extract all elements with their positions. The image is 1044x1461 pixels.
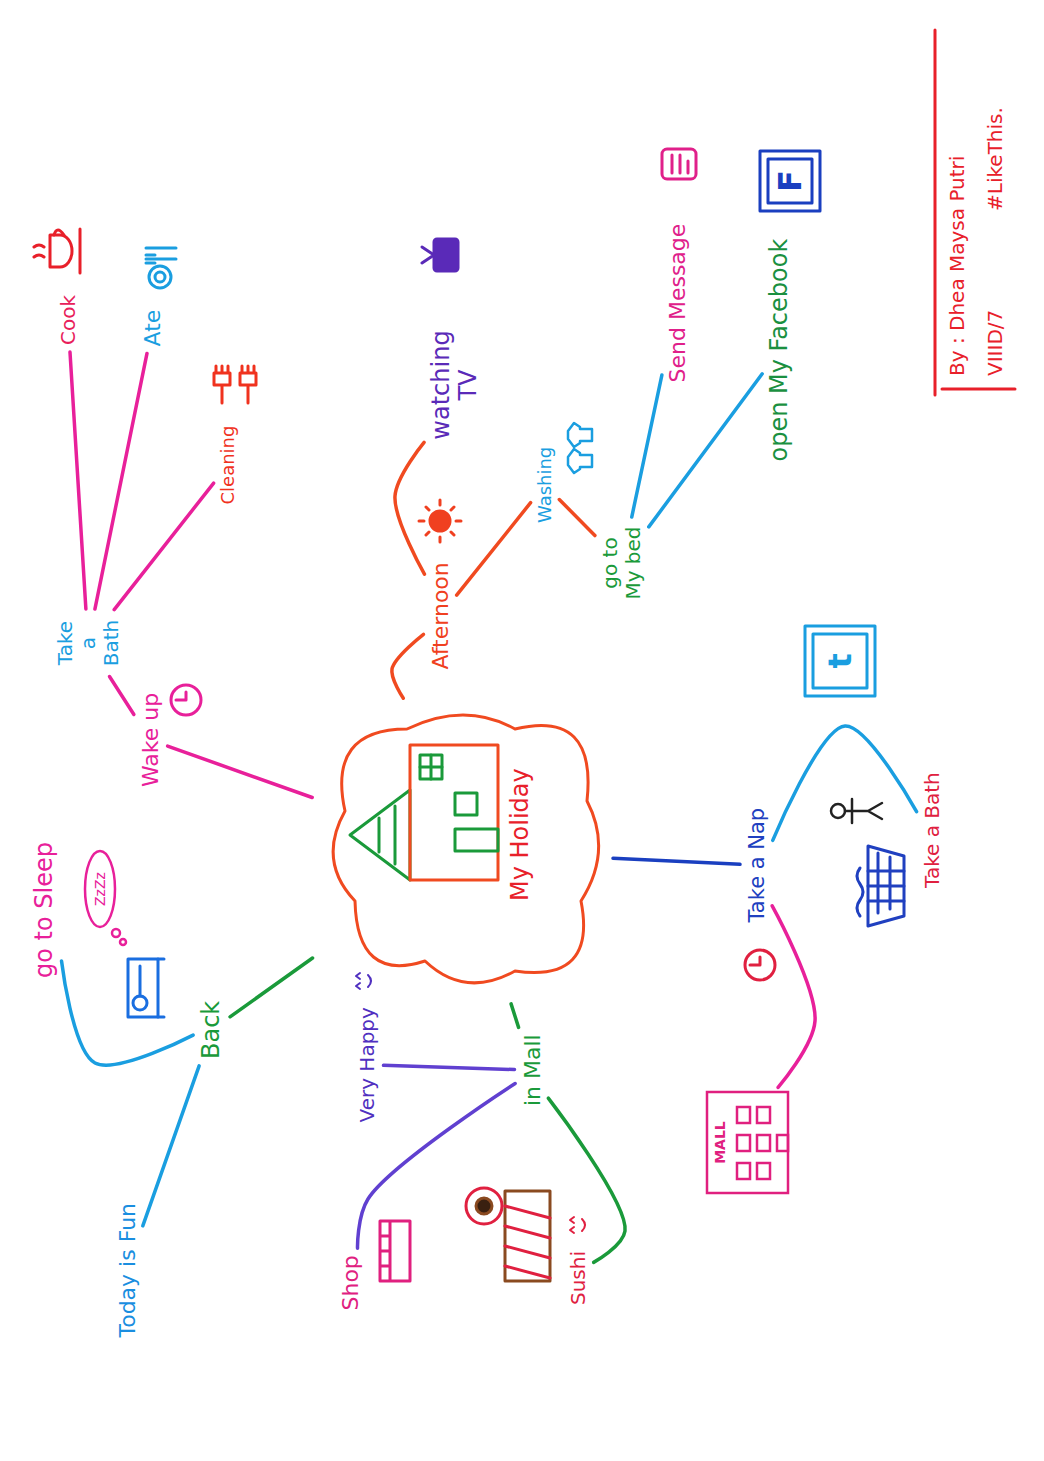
- branch-word: Shop: [336, 1251, 365, 1314]
- branch-word: Back: [196, 997, 228, 1063]
- bathtub-icon: [857, 846, 904, 926]
- node-text: Shop: [338, 1255, 363, 1310]
- branch-word: Send Message: [663, 220, 692, 387]
- node-text: Today is Fun: [115, 1203, 140, 1338]
- branch-word: Take a Bath: [52, 612, 125, 674]
- smile-face: [570, 1217, 585, 1233]
- branch-word: watching TV: [426, 315, 485, 455]
- branch-word: in Mall: [518, 1030, 547, 1110]
- author-credit: By : Dhea Maysa Putri: [946, 156, 969, 376]
- smile-face: [356, 973, 371, 989]
- plate-icon: [146, 248, 176, 288]
- node-text: go to Sleep: [31, 842, 59, 978]
- node-text: Send Message: [665, 224, 690, 383]
- branch-word: open My Facebook: [764, 235, 796, 466]
- node-text: Sushi: [567, 1251, 590, 1305]
- logo-letter: t: [822, 653, 859, 668]
- node-text: Ate: [140, 310, 165, 347]
- node-text: Cook: [57, 295, 80, 345]
- mind-map-branch: [383, 1065, 514, 1069]
- cup-icon: [34, 229, 80, 273]
- branch-word: Ate: [138, 306, 167, 351]
- person-figure: [831, 799, 882, 823]
- mind-map-branch: [168, 746, 313, 797]
- tv-icon: [422, 239, 458, 271]
- sun-icon: [419, 500, 461, 542]
- logo-letter: F: [772, 170, 809, 192]
- tumblr-icon: [805, 626, 875, 696]
- branch-word: Very Happy: [354, 1003, 381, 1126]
- mind-map-branch: [70, 352, 86, 609]
- node-text: Take a Bath: [54, 616, 123, 670]
- mind-map-branch: [772, 906, 815, 1088]
- mind-map-branch: [230, 958, 313, 1017]
- node-text: Cleaning: [218, 426, 239, 505]
- node-text: Back: [198, 1001, 226, 1059]
- mind-map-branch: [632, 375, 662, 517]
- node-text: Take a Bath: [921, 772, 944, 888]
- mind-map-branch: [649, 374, 762, 527]
- node-text: My Holiday: [507, 701, 535, 901]
- mall-building: MALL: [705, 1090, 790, 1195]
- mind-map-branch: [457, 503, 531, 596]
- hashtag-note: #LikeThis.: [984, 107, 1007, 211]
- mind-map-branch: [773, 726, 917, 840]
- mind-map-branch: [114, 483, 213, 610]
- bed-icon: [128, 959, 164, 1017]
- branch-word: Take a Nap: [743, 804, 771, 927]
- class-note: VIIID/7: [984, 310, 1007, 376]
- node-text: Afternoon: [428, 562, 453, 669]
- branch-word: go to My bed: [597, 520, 647, 606]
- mind-map-branch: [392, 634, 424, 698]
- branch-word: go to Sleep: [29, 838, 61, 982]
- mind-map-branch: [559, 499, 595, 535]
- wake-clock-icon: [171, 685, 201, 715]
- branch-word: Washing: [533, 443, 558, 527]
- cloud-outline: [315, 701, 610, 1001]
- mind-map-branch: [511, 1004, 518, 1028]
- mind-map-branch: [395, 442, 425, 574]
- node-text: open My Facebook: [766, 239, 794, 462]
- signature-bracket: [935, 30, 1015, 395]
- mind-map-branch: [548, 1098, 625, 1262]
- mind-map-branch: [143, 1066, 199, 1226]
- mind-map-branch: [613, 858, 740, 864]
- sushi-icon: [466, 1188, 550, 1281]
- node-text: go to My bed: [599, 524, 645, 602]
- branch-word: Afternoon: [426, 558, 455, 673]
- message-icon: [662, 149, 696, 179]
- branch-word: Today is Fun: [113, 1199, 142, 1342]
- brush-icon: [214, 366, 256, 403]
- sleep-bubble: [85, 851, 126, 945]
- node-text: MALL: [712, 1090, 728, 1195]
- node-text: Washing: [535, 447, 556, 523]
- central-cloud: My Holiday: [315, 701, 610, 1001]
- branch-word: Sushi: [565, 1247, 592, 1309]
- facebook-icon: [760, 151, 820, 211]
- branch-word: Cleaning: [216, 422, 241, 509]
- clothes-icon: [568, 423, 592, 473]
- node-text: watching TV: [428, 319, 483, 451]
- nap-clock-icon: [745, 950, 775, 980]
- node-text: Very Happy: [356, 1007, 379, 1122]
- sleep-sound: ZzZz: [92, 872, 108, 906]
- branch-word: Wake up: [136, 689, 165, 791]
- mind-map-branch: [95, 353, 147, 609]
- node-text: Take a Nap: [745, 808, 769, 923]
- node-text: in Mall: [520, 1034, 545, 1106]
- branch-word: Cook: [55, 291, 82, 349]
- shop-icon: [380, 1221, 410, 1281]
- node-text: Wake up: [138, 693, 163, 787]
- branch-word: Take a Bath: [919, 768, 946, 892]
- mind-map-branch: [110, 677, 134, 715]
